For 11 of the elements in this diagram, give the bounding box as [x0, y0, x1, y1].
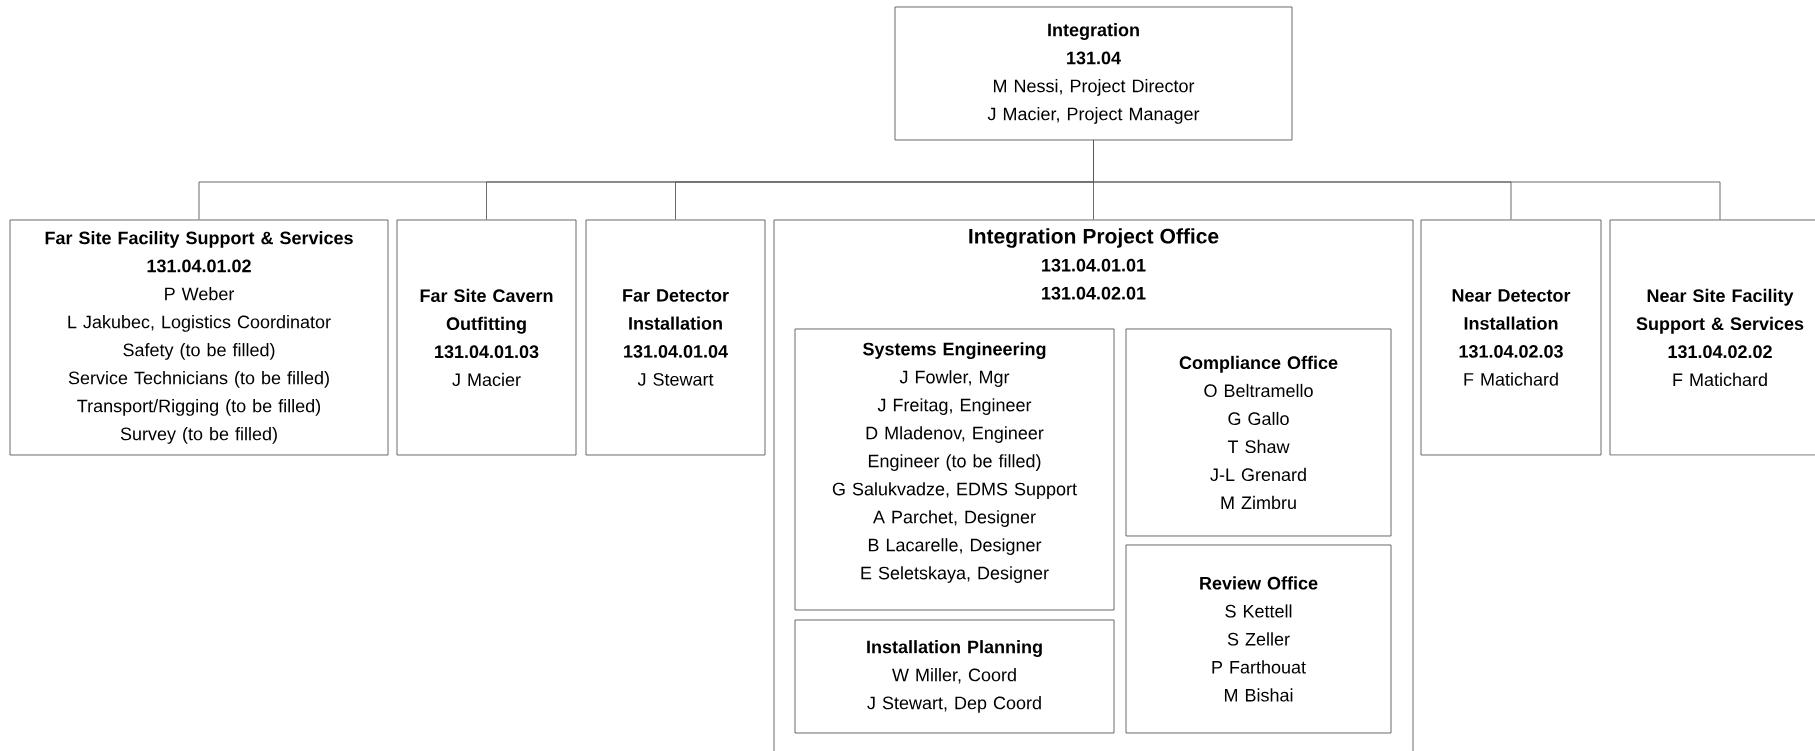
- team-box: Systems Engineering J Fowler, Mgr J Freitag, Engineer D Mladenov, Engineer Engineer (to be filled) G Salukvadze, EDMS Support A Parchet, Designer B Lacarelle, Designer E Seletskaya, Designer: [794, 328, 1115, 611]
- team-box: Review Office S Kettell S Zeller P Farthouat M Bishai: [1125, 544, 1392, 734]
- org-box: Near Site Facility Support & Services 131.04.02.02 F Matichard: [1609, 219, 1815, 456]
- org-box: Far Site Facility Support & Services 131.04.01.02 P Weber L Jakubec, Logistics Coordinator Safety (to be filled) Service Technicians (to be filled) Transport/Rigging (to be filled) Survey (to be filled): [9, 219, 389, 456]
- org-box: Far Site Cavern Outfitting 131.04.01.03 J Macier: [396, 219, 577, 456]
- org-box: Integration 131.04 M Nessi, Project Director J Macier, Project Manager: [894, 6, 1293, 141]
- team-box: Compliance Office O Beltramello G Gallo T Shaw J-L Grenard M Zimbru: [1125, 328, 1392, 537]
- team-box: Installation Planning W Miller, Coord J Stewart, Dep Coord: [794, 619, 1115, 734]
- org-box: Far Detector Installation 131.04.01.04 J Stewart: [585, 219, 766, 456]
- connector-line: [1093, 140, 1721, 220]
- org-box: Near Detector Installation 131.04.02.03 F Matichard: [1420, 219, 1602, 456]
